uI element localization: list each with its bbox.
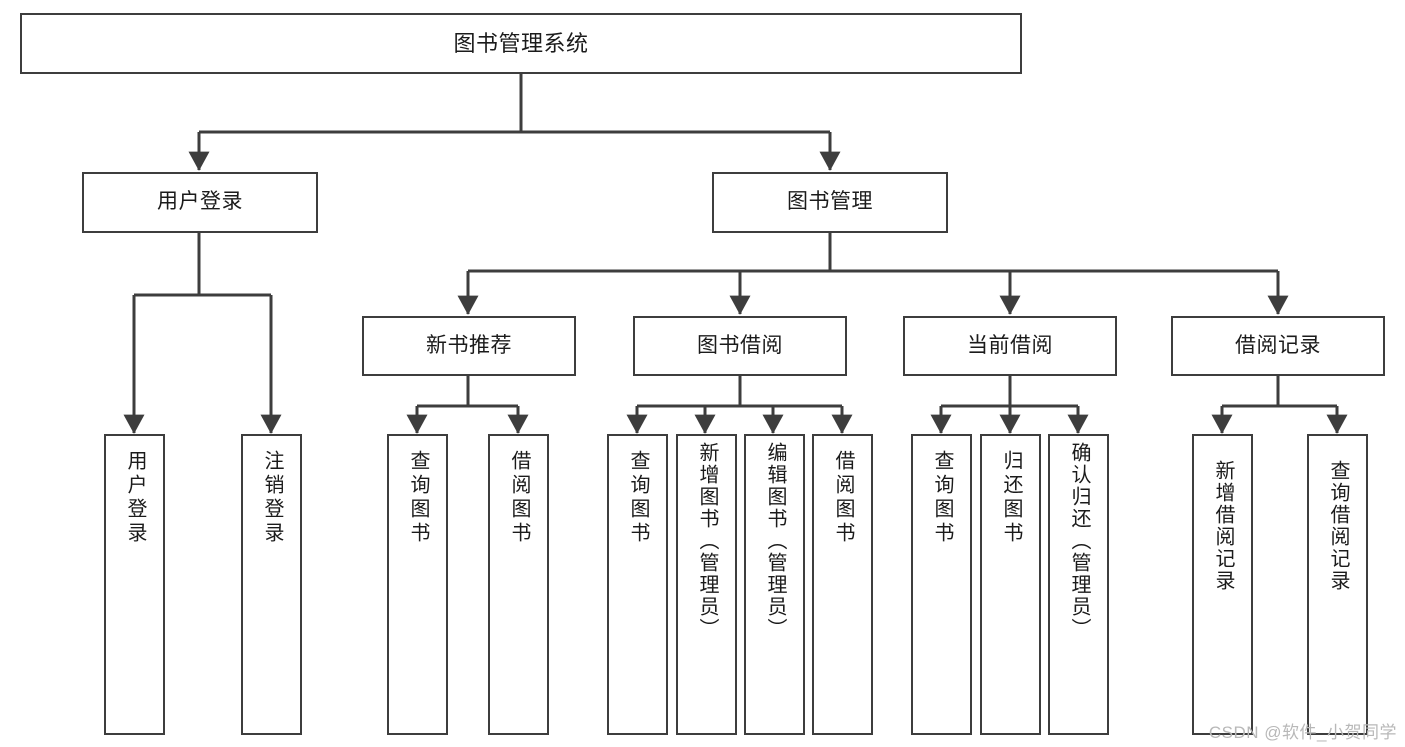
node-leaf-query-book-3[interactable]: 查询图书 [911,434,972,735]
node-borrow-record[interactable]: 借阅记录 [1171,316,1385,376]
node-leaf-confirm-return[interactable]: 确认归还（管理员） [1048,434,1109,735]
node-leaf-user-logout-label: 注销登录 [261,450,283,546]
node-book-manage-label: 图书管理 [787,190,873,214]
node-leaf-confirm-return-label: 确认归还（管理员） [1068,442,1090,640]
node-leaf-borrow-book-2-label: 借阅图书 [832,450,854,546]
node-leaf-query-book-1[interactable]: 查询图书 [387,434,448,735]
node-leaf-edit-book[interactable]: 编辑图书（管理员） [744,434,805,735]
node-leaf-user-login[interactable]: 用户登录 [104,434,165,735]
node-leaf-query-book-2-label: 查询图书 [627,450,649,546]
node-leaf-query-book-1-label: 查询图书 [407,450,429,546]
node-new-book-rec-label: 新书推荐 [426,333,512,357]
node-leaf-add-record-label: 新增借阅记录 [1212,460,1234,592]
node-leaf-return-book[interactable]: 归还图书 [980,434,1041,735]
node-book-manage[interactable]: 图书管理 [712,172,948,233]
node-new-book-rec[interactable]: 新书推荐 [362,316,576,376]
node-book-borrow-label: 图书借阅 [697,333,783,357]
node-book-borrow[interactable]: 图书借阅 [633,316,847,376]
node-leaf-borrow-book-2[interactable]: 借阅图书 [812,434,873,735]
node-leaf-edit-book-label: 编辑图书（管理员） [764,442,786,640]
node-borrow-record-label: 借阅记录 [1235,333,1321,357]
node-current-borrow-label: 当前借阅 [967,333,1053,357]
node-leaf-query-book-3-label: 查询图书 [931,450,953,546]
node-leaf-query-record[interactable]: 查询借阅记录 [1307,434,1368,735]
node-leaf-borrow-book-1-label: 借阅图书 [508,450,530,546]
node-leaf-user-logout[interactable]: 注销登录 [241,434,302,735]
node-root-label: 图书管理系统 [453,30,589,56]
node-leaf-query-book-2[interactable]: 查询图书 [607,434,668,735]
node-leaf-add-book[interactable]: 新增图书（管理员） [676,434,737,735]
node-user-login-label: 用户登录 [157,190,243,214]
node-leaf-query-record-label: 查询借阅记录 [1327,460,1349,592]
node-leaf-add-record[interactable]: 新增借阅记录 [1192,434,1253,735]
node-leaf-return-book-label: 归还图书 [1000,450,1022,546]
node-root[interactable]: 图书管理系统 [20,13,1022,74]
csdn-watermark: CSDN @软件_小贺同学 [1208,723,1397,742]
node-leaf-user-login-label: 用户登录 [124,450,146,546]
node-current-borrow[interactable]: 当前借阅 [903,316,1117,376]
node-leaf-borrow-book-1[interactable]: 借阅图书 [488,434,549,735]
node-leaf-add-book-label: 新增图书（管理员） [696,442,718,640]
node-user-login[interactable]: 用户登录 [82,172,318,233]
